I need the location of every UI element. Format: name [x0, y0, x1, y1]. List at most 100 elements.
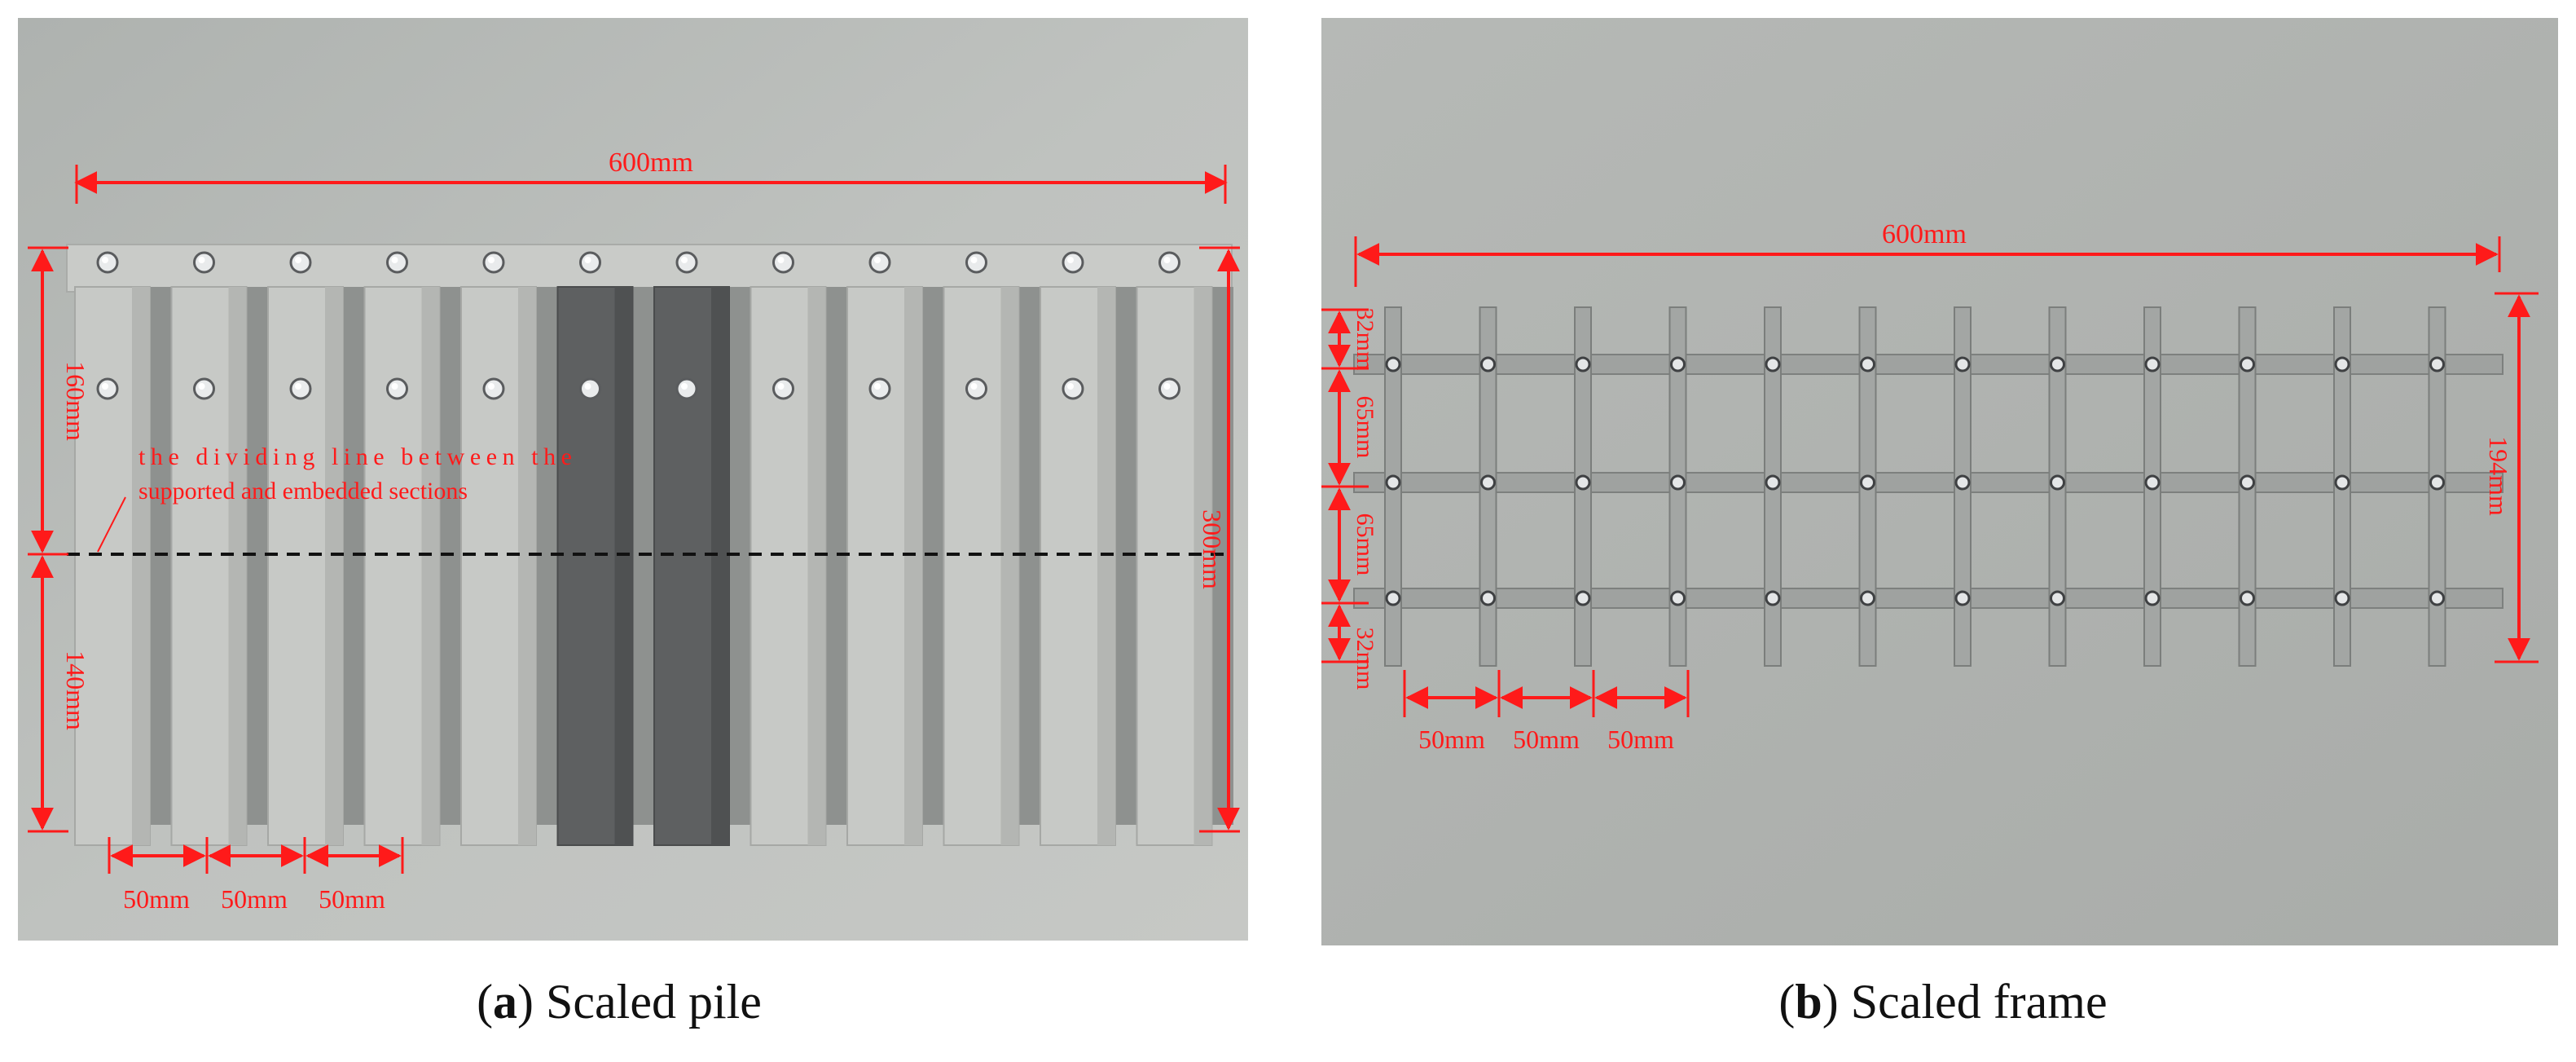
- bolt-head: [965, 251, 987, 274]
- bolt-highlight: [391, 383, 398, 390]
- bolt-head: [772, 377, 794, 400]
- bolt-highlight: [1067, 257, 1074, 263]
- pile-side-face: [325, 287, 343, 845]
- bolt-highlight: [295, 257, 301, 263]
- joint-bolt: [2240, 356, 2255, 372]
- bolt-highlight: [970, 257, 978, 263]
- pile-side-face: [1000, 287, 1019, 845]
- bolt-highlight: [295, 383, 301, 390]
- joint-bolt: [1860, 474, 1875, 491]
- joint-bolt: [2334, 590, 2350, 606]
- joint-bolt: [1385, 590, 1401, 606]
- bolt-highlight: [198, 383, 205, 390]
- spacing-label-2: 50mm: [221, 884, 288, 914]
- joint-bolt: [2429, 356, 2445, 372]
- caption-b: (b) Scaled frame: [1778, 975, 2108, 1029]
- frame-grid: [1353, 306, 2503, 667]
- bolt-head: [772, 251, 794, 274]
- joint-bolt: [2050, 474, 2065, 491]
- pile-side-face: [1097, 287, 1115, 845]
- width-label: 600mm: [1882, 219, 1967, 249]
- bolt-highlight: [681, 257, 688, 263]
- caption-text: Scaled pile: [546, 975, 762, 1029]
- joint-bolt: [2429, 474, 2445, 491]
- bolt-highlight: [681, 383, 688, 390]
- bolt-highlight: [488, 257, 495, 263]
- joint-bolt: [1954, 590, 1971, 606]
- annotation-leader: [97, 496, 126, 553]
- caption-a: (a) Scaled pile: [477, 975, 762, 1029]
- joint-bolt: [2240, 590, 2255, 606]
- joint-bolt: [1765, 590, 1781, 606]
- joint-bolt: [1480, 590, 1496, 606]
- pile-group: [74, 251, 1233, 846]
- joint-bolt: [2050, 590, 2065, 606]
- joint-bolt: [1670, 590, 1686, 606]
- bolt-head: [579, 377, 601, 400]
- row-label-2: 65mm: [1352, 396, 1378, 459]
- joint-bolt: [2050, 356, 2065, 372]
- bolt-head: [675, 251, 698, 274]
- bolt-highlight: [874, 257, 881, 263]
- joint-bolt: [1860, 356, 1875, 372]
- bolt-highlight: [584, 257, 591, 263]
- lower-height-label: 140mm: [61, 650, 90, 730]
- frame-beam: [1353, 472, 2503, 493]
- scaled-pile-photo: 600mm 160mm 140mm 300mm the dividing lin…: [18, 18, 1248, 941]
- bolt-highlight: [1163, 257, 1171, 263]
- pile-side-face: [807, 287, 826, 845]
- joint-bolt: [1670, 474, 1686, 491]
- bolt-highlight: [584, 383, 591, 390]
- joint-bolt: [1385, 474, 1401, 491]
- pile-side-face: [228, 287, 247, 845]
- frame-beam: [1353, 354, 2503, 375]
- joint-bolt: [1670, 356, 1686, 372]
- bolt-head: [482, 251, 505, 274]
- joint-bolt: [2334, 474, 2350, 491]
- joint-bolt: [1575, 590, 1591, 606]
- bolt-head: [868, 377, 891, 400]
- joint-bolt: [2334, 356, 2350, 372]
- bolt-head: [386, 251, 408, 274]
- bolt-highlight: [874, 383, 881, 390]
- total-height-label: 300mm: [1198, 509, 1227, 589]
- bolt-head: [386, 377, 408, 400]
- bolt-highlight: [198, 257, 205, 263]
- joint-bolt: [1860, 590, 1875, 606]
- joint-bolt: [1385, 356, 1401, 372]
- annotation-line-2: supported and embedded sections: [138, 478, 468, 505]
- caption-text: Scaled frame: [1850, 975, 2108, 1029]
- bolt-highlight: [102, 383, 108, 390]
- joint-bolt: [2144, 474, 2161, 491]
- bolt-head: [289, 251, 312, 274]
- joint-bolt: [2240, 474, 2255, 491]
- frame-beam: [1353, 588, 2503, 609]
- joint-bolt: [2429, 590, 2445, 606]
- bolt-highlight: [488, 383, 495, 390]
- joint-bolt: [1480, 356, 1496, 372]
- upper-height-label: 160mm: [61, 361, 90, 441]
- pile-side-face: [711, 287, 729, 845]
- bolt-head: [96, 251, 119, 274]
- width-label: 600mm: [609, 148, 693, 178]
- joint-bolt: [2144, 590, 2161, 606]
- caption-letter: b: [1795, 975, 1822, 1029]
- joint-bolt: [1765, 356, 1781, 372]
- bolt-highlight: [777, 257, 785, 263]
- pile-side-face: [421, 287, 440, 845]
- bolt-head: [1062, 377, 1084, 400]
- spacing-label-3: 50mm: [1607, 725, 1674, 754]
- row-label-1: 32mm: [1352, 308, 1378, 371]
- joint-bolt: [1575, 356, 1591, 372]
- spacing-label-3: 50mm: [319, 884, 385, 914]
- joint-bolt: [1480, 474, 1496, 491]
- joint-bolt: [1765, 474, 1781, 491]
- bolt-head: [1158, 251, 1180, 274]
- bolt-highlight: [1067, 383, 1074, 390]
- bolt-highlight: [777, 383, 785, 390]
- joint-bolt: [1575, 474, 1591, 491]
- bolt-head: [1158, 377, 1180, 400]
- bolt-head: [96, 377, 119, 400]
- pile-side-face: [614, 287, 633, 845]
- spacing-label-2: 50mm: [1513, 725, 1580, 754]
